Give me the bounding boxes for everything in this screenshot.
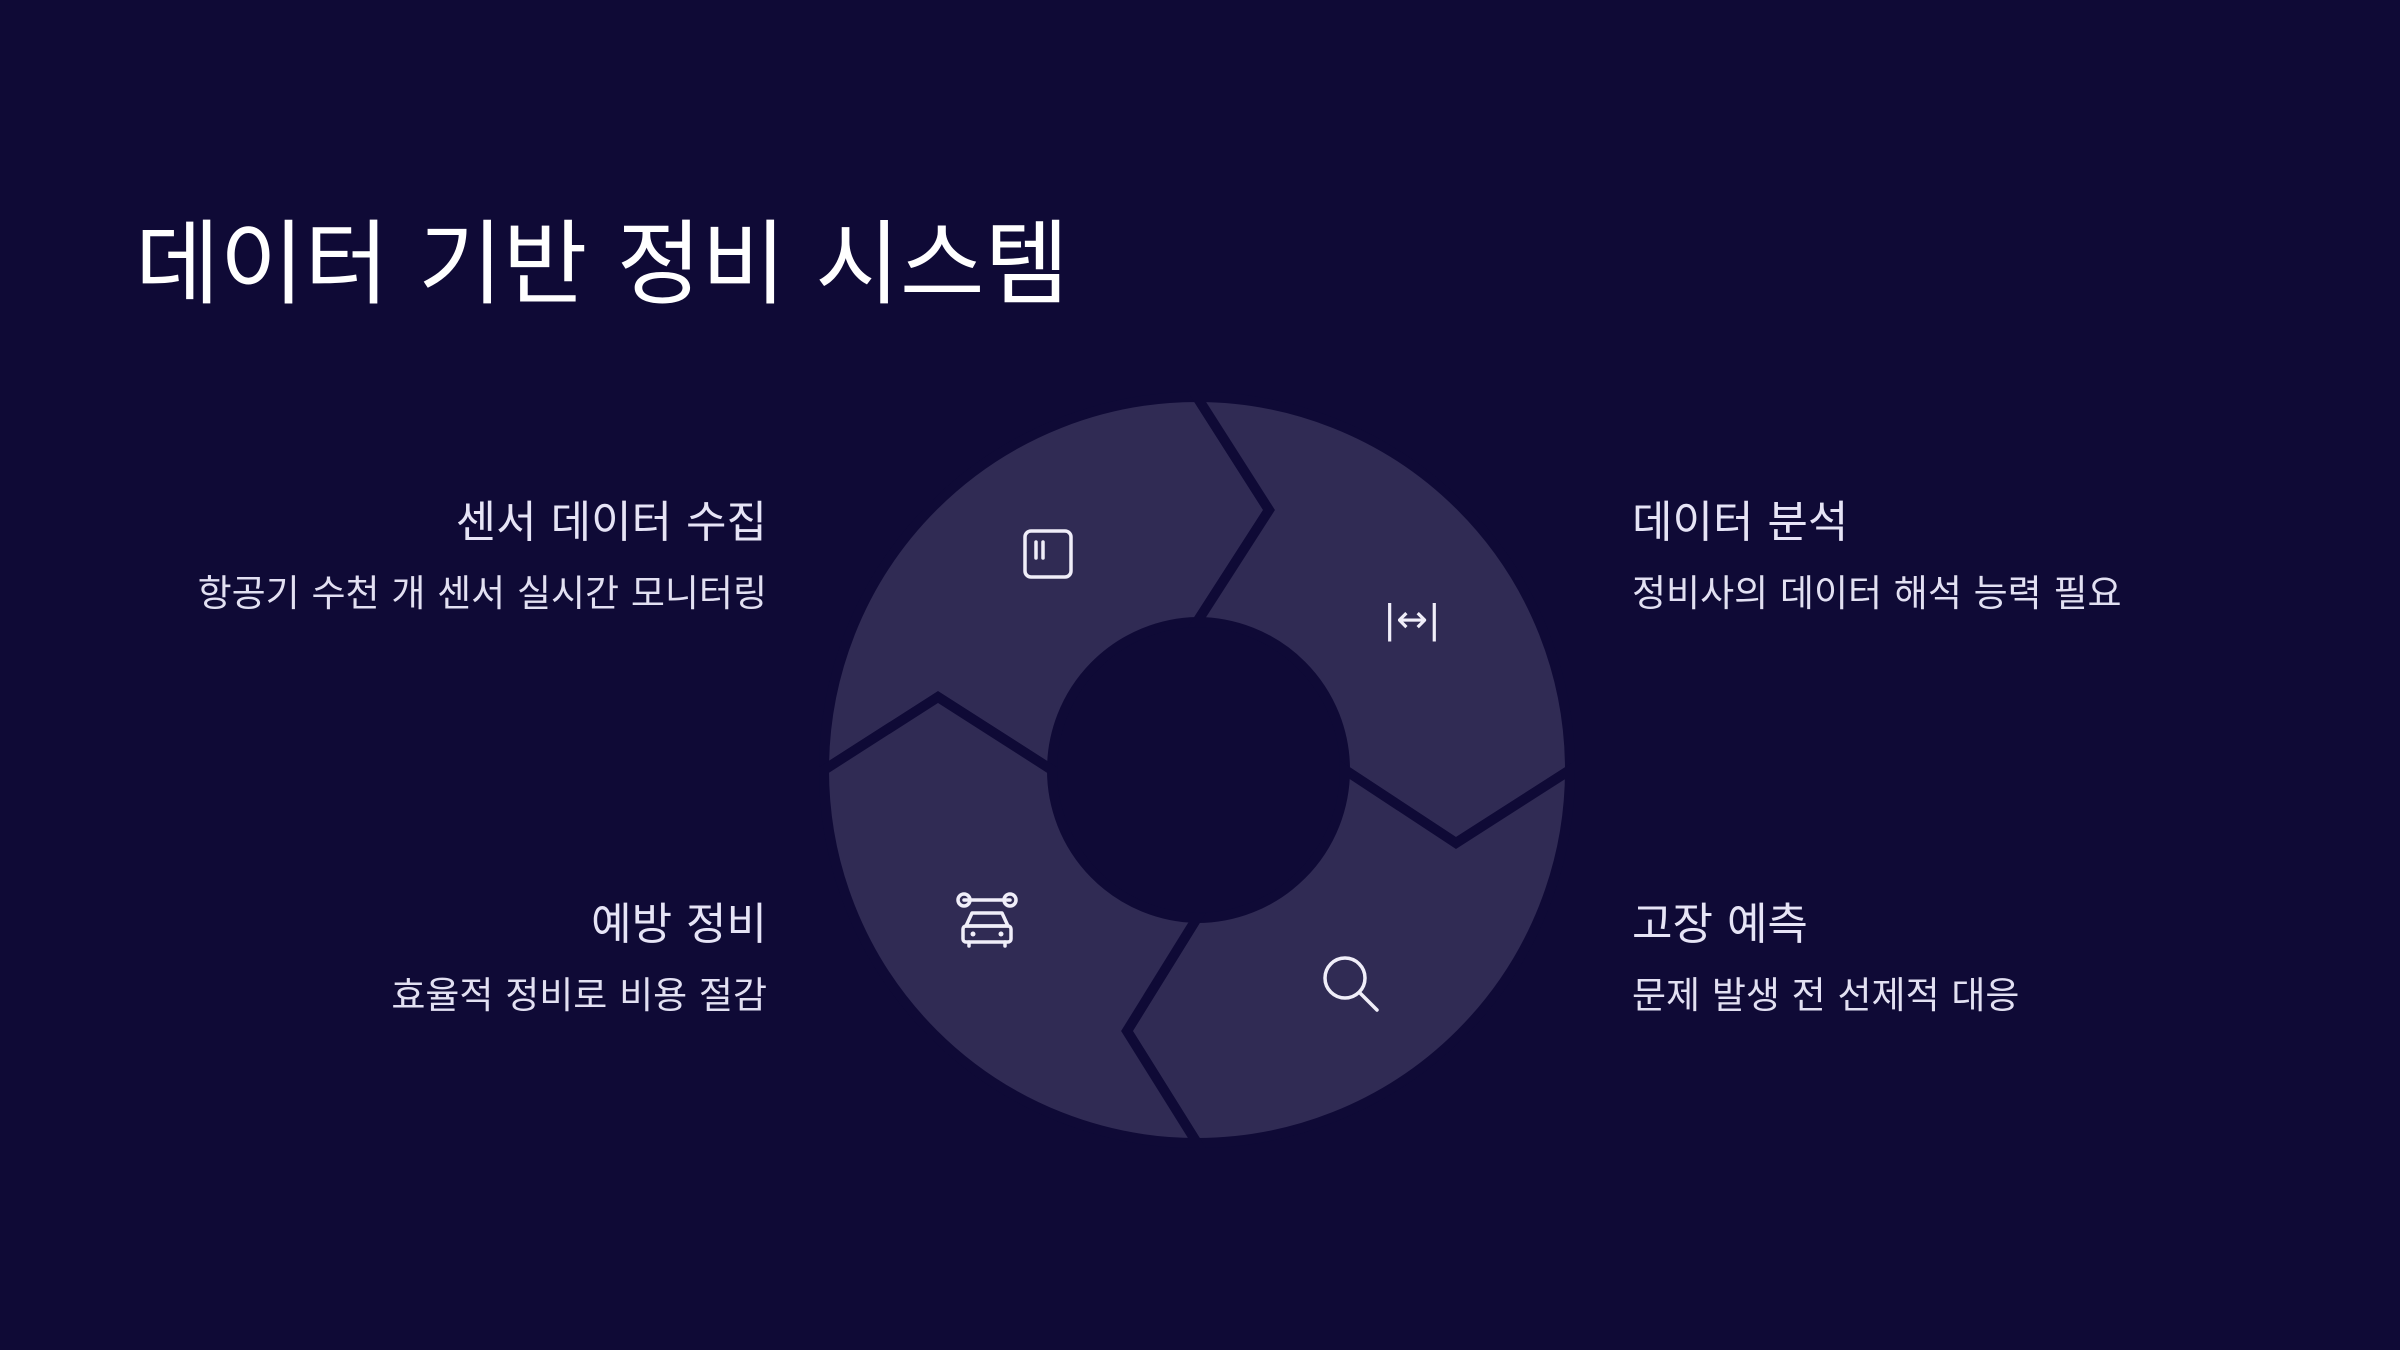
arrows-horizontal-icon: |↔| xyxy=(1383,597,1440,642)
pause-square-icon xyxy=(1023,529,1073,579)
step-failure-prediction: 고장 예측 문제 발생 전 선제적 대응 xyxy=(1632,895,2332,1021)
step-title: 고장 예측 xyxy=(1632,899,1808,950)
cycle-segment-predict xyxy=(1121,760,1576,1149)
step-sensor-collection: 센서 데이터 수집 항공기 수천 개 센서 실시간 모니터링 xyxy=(67,493,767,619)
step-description: 문제 발생 전 선제적 대응 xyxy=(1632,974,2020,1017)
car-repair-icon xyxy=(956,892,1018,948)
svg-text:|↔|: |↔| xyxy=(1383,597,1440,642)
step-title: 예방 정비 xyxy=(591,899,767,950)
step-title: 센서 데이터 수집 xyxy=(455,497,767,548)
step-title: 데이터 분석 xyxy=(1632,497,1849,548)
cycle-segment-analysis xyxy=(1187,391,1576,849)
step-description: 항공기 수천 개 센서 실시간 모니터링 xyxy=(197,572,767,615)
cycle-segment-prevent xyxy=(818,691,1207,1149)
cycle-segment-sensor xyxy=(818,391,1275,780)
page-title: 데이터 기반 정비 시스템 xyxy=(135,211,1070,318)
step-preventive-maintenance: 예방 정비 효율적 정비로 비용 절감 xyxy=(67,895,767,1021)
magnifier-icon xyxy=(1323,956,1379,1012)
step-data-analysis: 데이터 분석 정비사의 데이터 해석 능력 필요 xyxy=(1632,493,2332,619)
step-description: 효율적 정비로 비용 절감 xyxy=(391,974,767,1017)
step-description: 정비사의 데이터 해석 능력 필요 xyxy=(1632,572,2122,615)
